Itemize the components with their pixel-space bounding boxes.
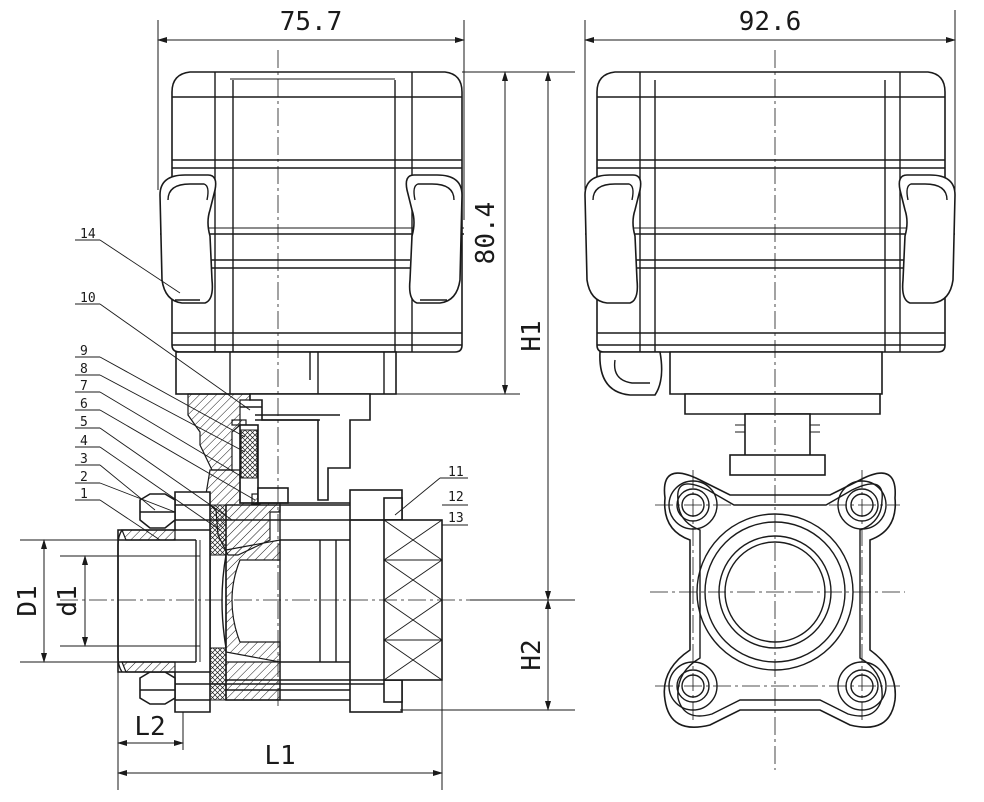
callouts: 14 10 9 8 7 6 5 4 3 2 1 11 12 13 bbox=[75, 227, 468, 541]
left-grip bbox=[159, 174, 217, 304]
side-right-grip bbox=[898, 174, 956, 304]
callout-14: 14 bbox=[80, 227, 96, 242]
callout-10: 10 bbox=[80, 291, 96, 306]
dim-actuator-height: 80.4 bbox=[471, 202, 501, 265]
dim-d1-outer: D1 bbox=[13, 585, 43, 616]
actuator-base bbox=[175, 351, 397, 395]
callout-9: 9 bbox=[80, 344, 88, 359]
side-actuator-cover bbox=[596, 71, 946, 353]
dimension-labels: 75.7 92.6 80.4 H1 H2 D1 d1 L2 L1 bbox=[13, 7, 801, 771]
seat-left-top bbox=[209, 504, 227, 556]
dim-h2: H2 bbox=[517, 639, 547, 670]
right-grip bbox=[405, 174, 463, 304]
ball bbox=[225, 539, 281, 663]
callout-11: 11 bbox=[448, 465, 464, 480]
callout-8: 8 bbox=[80, 362, 88, 377]
side-view bbox=[584, 50, 956, 770]
side-flange bbox=[663, 472, 897, 729]
callout-4: 4 bbox=[80, 434, 88, 449]
dim-d1-inner: d1 bbox=[53, 585, 83, 616]
stem-packing bbox=[240, 429, 258, 479]
callout-5: 5 bbox=[80, 415, 88, 430]
dim-side-width: 92.6 bbox=[739, 7, 802, 37]
callout-13: 13 bbox=[448, 511, 464, 526]
front-view bbox=[60, 50, 470, 713]
callout-12: 12 bbox=[448, 490, 464, 505]
callout-2: 2 bbox=[80, 470, 88, 485]
callout-7: 7 bbox=[80, 379, 88, 394]
dim-l1: L1 bbox=[264, 741, 295, 771]
dim-l2: L2 bbox=[134, 712, 165, 742]
callout-3: 3 bbox=[80, 452, 88, 467]
side-actuator-base bbox=[669, 351, 883, 395]
seat-left-bottom bbox=[209, 647, 227, 701]
callout-1: 1 bbox=[80, 487, 88, 502]
dimension-lines bbox=[20, 10, 956, 790]
dim-front-width: 75.7 bbox=[280, 7, 343, 37]
dim-h1: H1 bbox=[517, 320, 547, 351]
callout-6: 6 bbox=[80, 397, 88, 412]
side-left-grip bbox=[584, 174, 642, 304]
